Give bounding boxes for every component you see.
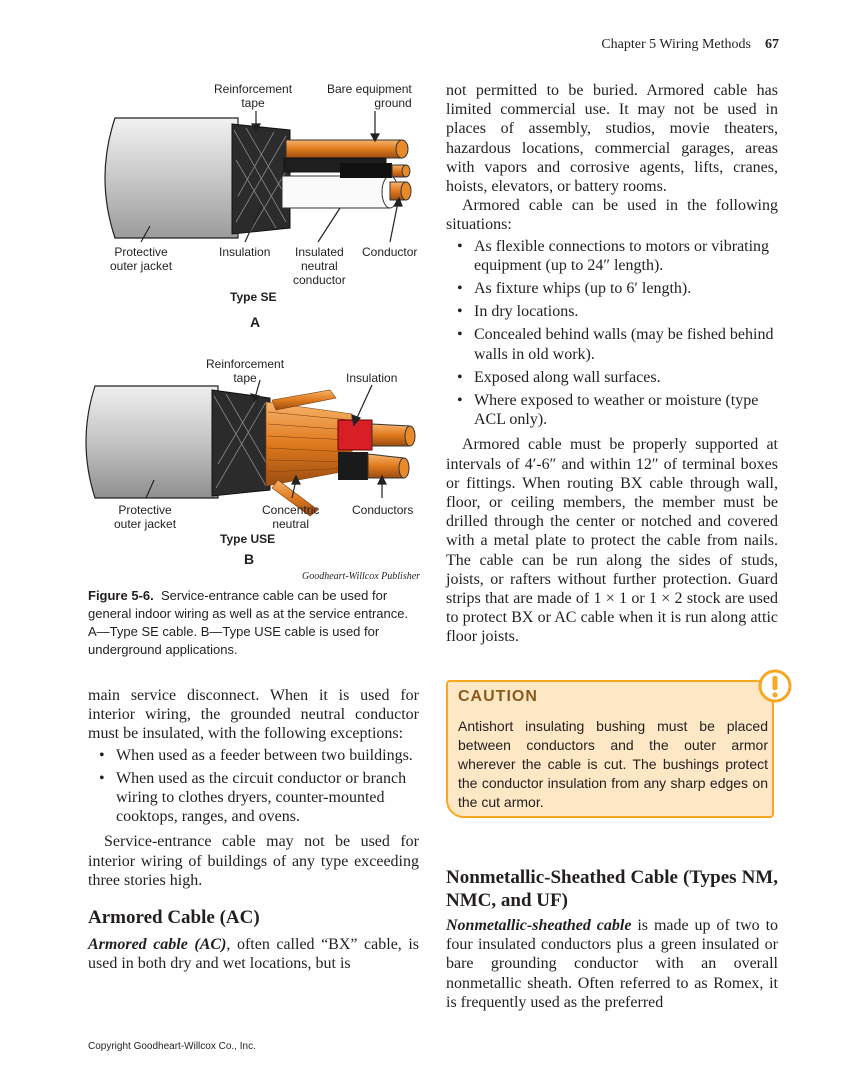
right-para-1: not permitted to be buried. Armored cabl…: [446, 82, 778, 196]
running-head: Chapter 5 Wiring Methods 67: [601, 37, 779, 53]
label-b-reinforcement-tape: Reinforcement tape: [206, 357, 284, 385]
left-para-3: Armored cable (AC), often called “BX” ca…: [88, 935, 419, 973]
list-item: In dry locations.: [446, 302, 778, 321]
label-a-insulation: Insulation: [219, 245, 271, 259]
figure-a-letter: A: [250, 314, 261, 330]
label-line: tape: [233, 371, 257, 385]
caption-text: Service-entrance cable can be used for g…: [88, 588, 409, 657]
label-a-insulated-neutral: Insulated neutral conductor: [293, 245, 346, 287]
label-b-conductors: Conductors: [352, 503, 414, 517]
right-bullet-list: As flexible connections to motors or vib…: [446, 237, 778, 430]
left-column: main service disconnect. When it is used…: [88, 686, 419, 973]
label-line: Reinforcement: [214, 82, 293, 96]
figure-b-letter: B: [244, 551, 255, 567]
label-line: neutral: [301, 259, 338, 273]
label-line: outer jacket: [114, 517, 177, 531]
exclamation-icon: [758, 669, 792, 703]
term-armored-cable: Armored cable (AC): [88, 936, 227, 954]
label-line: conductor: [293, 273, 346, 287]
label-a-reinforcement-tape: Reinforcement tape: [214, 82, 292, 110]
label-b-protective-jacket: Protective outer jacket: [114, 503, 176, 531]
list-item: Concealed behind walls (may be fished be…: [446, 325, 778, 363]
label-line: ground: [374, 96, 412, 110]
figure-a-type: Type SE: [230, 290, 277, 304]
list-item: When used as the circuit conductor or br…: [88, 769, 419, 827]
right-para-3: Armored cable must be properly supported…: [446, 436, 778, 646]
label-line: Protective: [114, 245, 168, 259]
list-item: As flexible connections to motors or vib…: [446, 237, 778, 275]
term-nonmetallic-cable: Nonmetallic-sheathed cable: [446, 917, 632, 934]
list-item: Where exposed to weather or moisture (ty…: [446, 391, 778, 429]
caution-text: Antishort insulating bushing must be pla…: [458, 718, 768, 810]
caution-title: CAUTION: [458, 688, 538, 705]
label-line: outer jacket: [110, 259, 173, 273]
left-para-3-text: , often called “BX” cable, is used in bo…: [88, 936, 420, 973]
figure-a-illustration: [104, 111, 412, 243]
caution-box: CAUTION Antishort insulating bushing mus…: [446, 680, 774, 818]
caption-label: Figure 5-6.: [88, 588, 154, 603]
right-para-4: Nonmetallic-sheathed cable is made up of…: [446, 916, 778, 1012]
left-para-1: main service disconnect. When it is used…: [88, 687, 419, 743]
label-a-protective-jacket: Protective outer jacket: [110, 245, 172, 273]
label-line: Insulated: [295, 245, 344, 259]
label-line: neutral: [272, 517, 310, 531]
left-para-2: Service-entrance cable may not be used f…: [88, 833, 419, 889]
figure-caption: Figure 5-6. Service-entrance cable can b…: [88, 587, 418, 659]
label-line: tape: [241, 96, 265, 110]
section-heading-nonmetallic: Nonmetallic-Sheathed Cable (Types NM, NM…: [446, 867, 778, 911]
label-line: Reinforcement: [206, 357, 285, 371]
right-para-4-text: is made up of two to four insulated cond…: [446, 917, 779, 1011]
copyright-footer: Copyright Goodheart-Willcox Co., Inc.: [88, 1041, 256, 1052]
right-column: not permitted to be buried. Armored cabl…: [446, 81, 778, 647]
figure-credit: Goodheart-Willcox Publisher: [302, 571, 421, 582]
section-heading-armored-cable: Armored Cable (AC): [88, 907, 260, 929]
label-b-concentric-neutral: Concentric neutral: [262, 503, 319, 531]
label-line: Concentric: [262, 503, 320, 517]
right-column-lower: Nonmetallic-Sheathed Cable (Types NM, NM…: [446, 866, 778, 1012]
label-line: Bare equipment: [327, 82, 412, 96]
label-line: Protective: [118, 503, 172, 517]
page-number: 67: [765, 37, 779, 52]
figure-b-type: Type USE: [220, 532, 276, 546]
label-b-insulation: Insulation: [346, 371, 398, 385]
label-a-conductor: Conductor: [362, 245, 418, 259]
chapter-title: Chapter 5 Wiring Methods: [601, 37, 751, 52]
right-para-2: Armored cable can be used in the followi…: [446, 197, 778, 234]
list-item: When used as a feeder between two buildi…: [88, 746, 419, 765]
label-a-bare-ground: Bare equipment ground: [327, 82, 412, 110]
list-item: Exposed along wall surfaces.: [446, 368, 778, 387]
figure-b-illustration: [85, 379, 416, 517]
left-bullet-list: When used as a feeder between two buildi…: [88, 746, 419, 827]
list-item: As fixture whips (up to 6′ length).: [446, 279, 778, 298]
